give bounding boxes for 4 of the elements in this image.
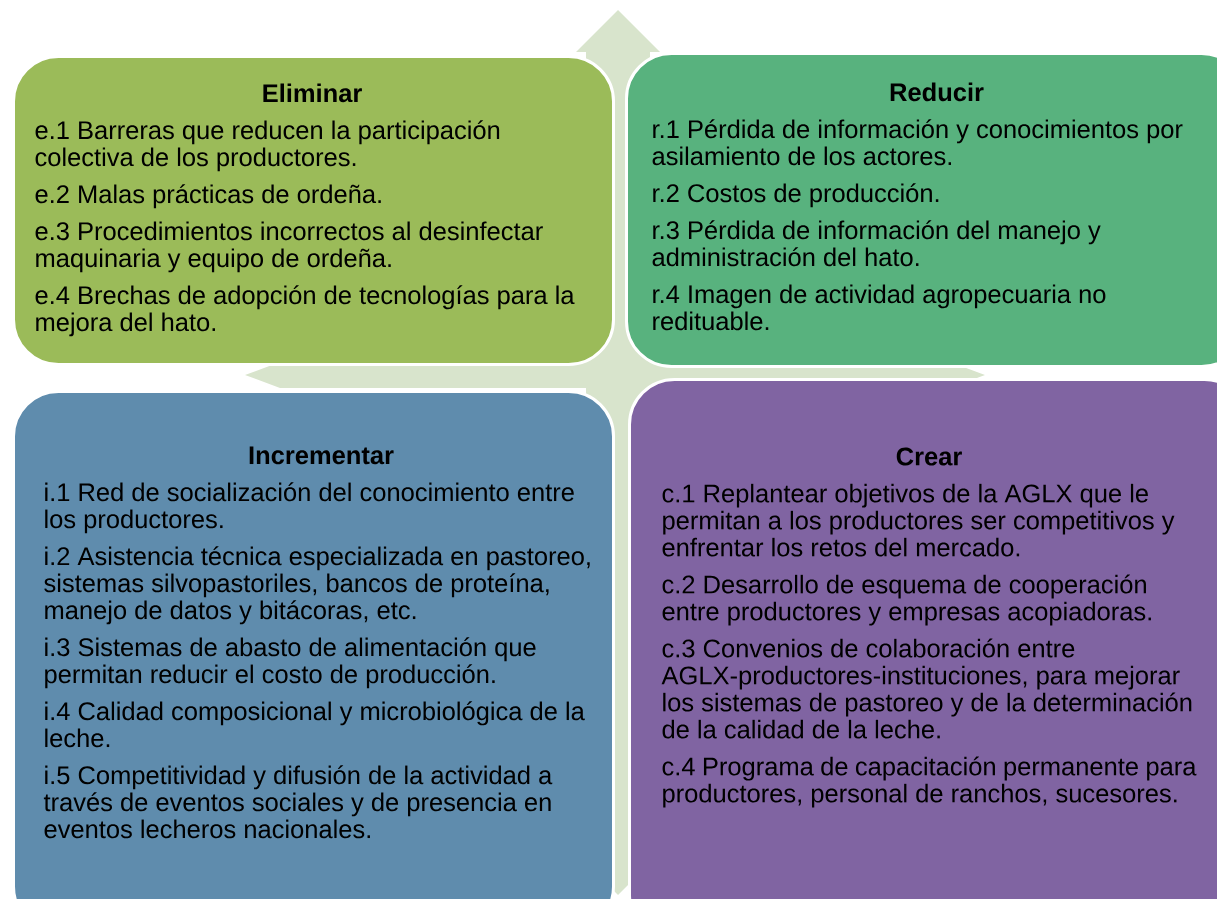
quadrant-box: Reducir r.1 Pérdida de información y conocimientos por asilamiento de los actores. r.2 Costos de producción. r.3 Pérdida de información del manejo y administración del hato. r.4 Imagen de actividad agropecuaria no redituable. <box>625 52 1217 368</box>
quadrant-box: Incrementar i.1 Red de socialización del conocimiento entre los productores. i.2 Asistencia técnica especializada en pastoreo, sistemas silvopastoriles, bancos de proteína, manejo de datos y bitácoras, etc. i.3 Sistemas de abasto de alimentación que permitan reducir el costo de producción. i.4 Calidad composicional y microbiológica de la leche. i.5 Competitividad y difusión de la actividad a través de eventos sociales y de presencia en eventos lecheros nacionales. <box>12 390 615 899</box>
quadrant-box: Crear c.1 Replantear objetivos de la AGLX que le permitan a los productores ser competitivos y enfrentar los retos del mercado. c.2 Desarrollo de esquema de cooperación entre productores y empresas acopiadoras. c.3 Convenios de colaboración entre AGLX-productores-instituciones, para mejorar los sistemas de pastoreo y de la determinación de la calidad de la leche. c.4 Programa de capacitación permanente para productores, personal de ranchos, sucesores. <box>628 378 1217 899</box>
quadrant-box: Eliminar e.1 Barreras que reducen la participación colectiva de los productores. e.2 Malas prácticas de ordeña. e.3 Procedimientos incorrectos al desinfectar maquinaria y equipo de ordeña. e.4 Brechas de adopción de tecnologías para la mejora del hato. <box>12 55 615 366</box>
